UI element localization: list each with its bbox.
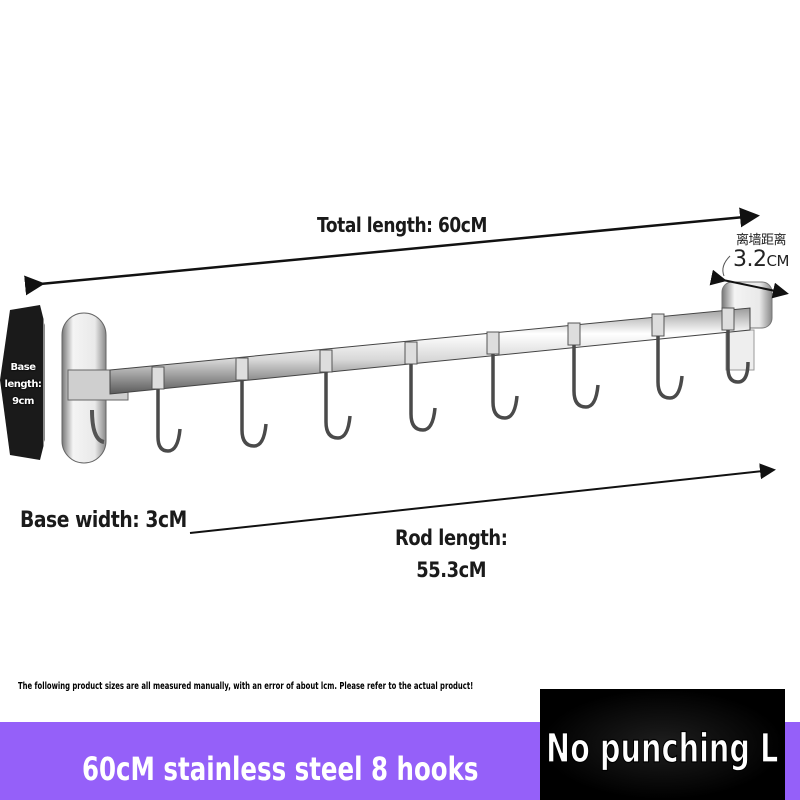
total-length-arrow (24, 207, 760, 296)
badge-text: No punching L (546, 725, 779, 772)
hook-7 (651, 313, 684, 400)
hook-3 (319, 349, 352, 440)
base-height-arrow (0, 305, 45, 460)
hook-8 (721, 307, 750, 384)
wall-distance-arrow (709, 269, 789, 299)
hook-4 (404, 341, 437, 432)
rod-length-arrow (189, 463, 776, 534)
hook-2 (235, 357, 268, 448)
total-length-label: Total length: 60cM (317, 213, 487, 237)
banner-title: 60cM stainless steel 8 hooks (82, 750, 479, 788)
hook-5 (486, 331, 519, 420)
left-wall-plate (61, 312, 129, 464)
disclaimer-text: The following product sizes are all meas… (18, 681, 474, 692)
wall-distance-label: 离墙距离 (736, 233, 787, 248)
rod (109, 307, 751, 395)
wall-distance-value: 3.2CM (733, 247, 789, 272)
hook-6 (567, 322, 600, 409)
hook-1 (151, 366, 182, 453)
base-length-label: Base length: 9cm (4, 362, 42, 407)
base-width-label: Base width: 3cM (20, 508, 187, 533)
hooks (151, 307, 750, 453)
rod-length-label: Rod length: 55.3cM (395, 526, 508, 582)
no-punching-badge (540, 689, 785, 800)
